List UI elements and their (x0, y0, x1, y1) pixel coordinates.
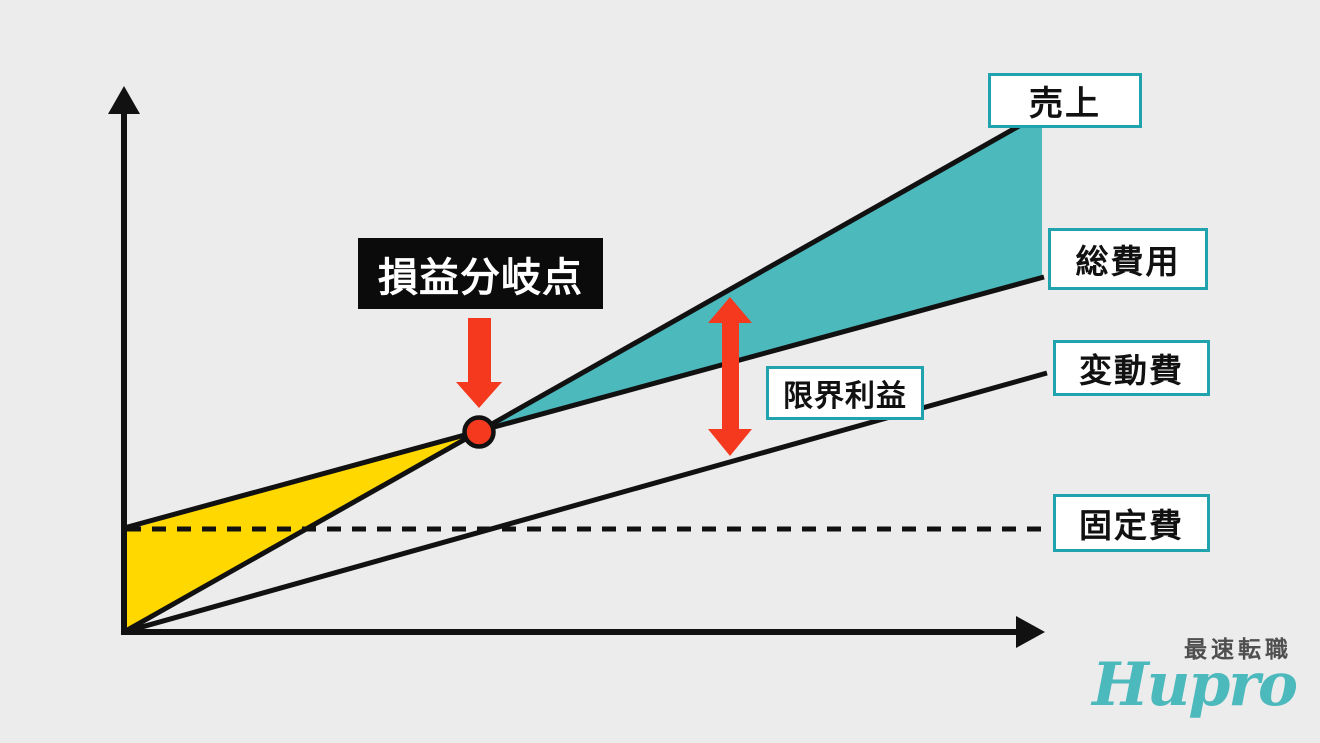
hupro-logo: 最速転職 Hupro (1092, 636, 1298, 720)
break-even-label: 損益分岐点 (358, 238, 603, 309)
marginal-profit-arrow-icon (708, 297, 752, 456)
sales-line (122, 110, 1044, 635)
variable-cost-label: 変動費 (1053, 340, 1210, 396)
fixed-cost-label: 固定費 (1053, 494, 1210, 552)
total-cost-line (123, 274, 1045, 531)
logo-tagline: 最速転職 (1184, 636, 1292, 662)
sales-label: 売上 (988, 73, 1142, 128)
marginal-profit-label: 限界利益 (766, 366, 924, 420)
y-axis (108, 86, 140, 634)
x-axis (121, 616, 1045, 648)
break-even-point-marker (462, 415, 496, 449)
break-even-arrow-icon (456, 318, 502, 408)
total-cost-label: 総費用 (1048, 228, 1208, 290)
logo-brand-text: Hupro (1092, 650, 1298, 720)
